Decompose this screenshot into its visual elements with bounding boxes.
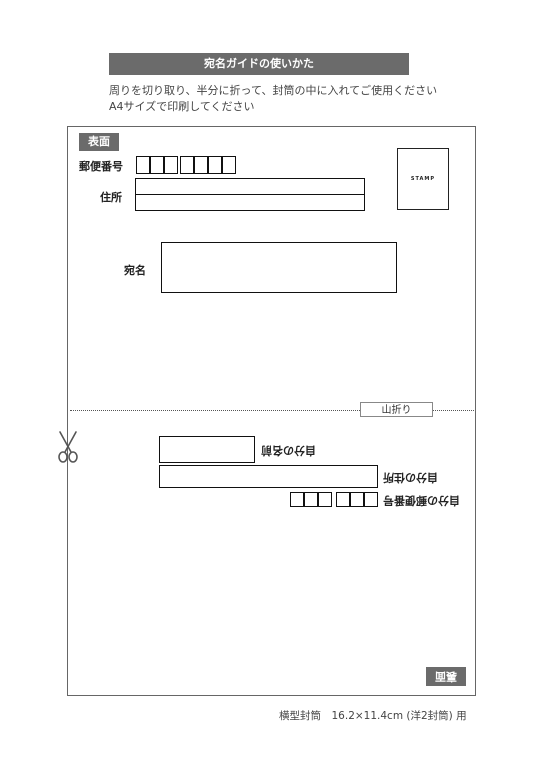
- postal-digit-box: [150, 156, 164, 174]
- stamp-box: STAMP: [397, 148, 449, 210]
- sender-address-box: [159, 465, 378, 488]
- postal-code-label: 郵便番号: [79, 160, 123, 173]
- sender-postal-digit-box: [364, 492, 378, 507]
- address-label: 住所: [100, 191, 122, 204]
- postal-digit-box: [180, 156, 194, 174]
- sender-postal-digit-box: [336, 492, 350, 507]
- front-side-tag: 表面: [79, 133, 119, 151]
- sender-address-label: 自分の住所: [383, 471, 438, 484]
- sender-name-box: [159, 436, 255, 463]
- recipient-label: 宛名: [124, 264, 146, 277]
- instruction-line-2: A4サイズで印刷してください: [109, 100, 255, 113]
- sender-postal-digit-box: [290, 492, 304, 507]
- postal-digit-box: [164, 156, 178, 174]
- postal-digit-box: [222, 156, 236, 174]
- back-side-tag: 裏面: [426, 667, 466, 686]
- sender-postal-code-label: 自分の郵便番号: [383, 494, 460, 507]
- postal-code-boxes: [136, 156, 236, 174]
- instruction-line-1: 周りを切り取り、半分に折って、封筒の中に入れてご使用ください: [109, 84, 438, 97]
- fold-line: [70, 410, 474, 411]
- sender-postal-digit-box: [304, 492, 318, 507]
- postal-digit-box: [194, 156, 208, 174]
- sender-postal-digit-box: [350, 492, 364, 507]
- postal-digit-box: [136, 156, 150, 174]
- sender-postal-digit-box: [318, 492, 332, 507]
- sender-name-label: 自分の名前: [261, 444, 316, 457]
- mountain-fold-label: 山折り: [360, 402, 433, 417]
- postal-digit-box: [208, 156, 222, 174]
- scissors-icon: [55, 430, 81, 464]
- recipient-name-box: [161, 242, 397, 293]
- cut-frame: [67, 126, 476, 696]
- address-line-2-box: [135, 194, 365, 211]
- envelope-size-note: 横型封筒 16.2×11.4cm (洋2封筒) 用: [279, 710, 467, 722]
- guide-title: 宛名ガイドの使いかた: [109, 53, 409, 75]
- sender-postal-code-boxes: [290, 492, 380, 507]
